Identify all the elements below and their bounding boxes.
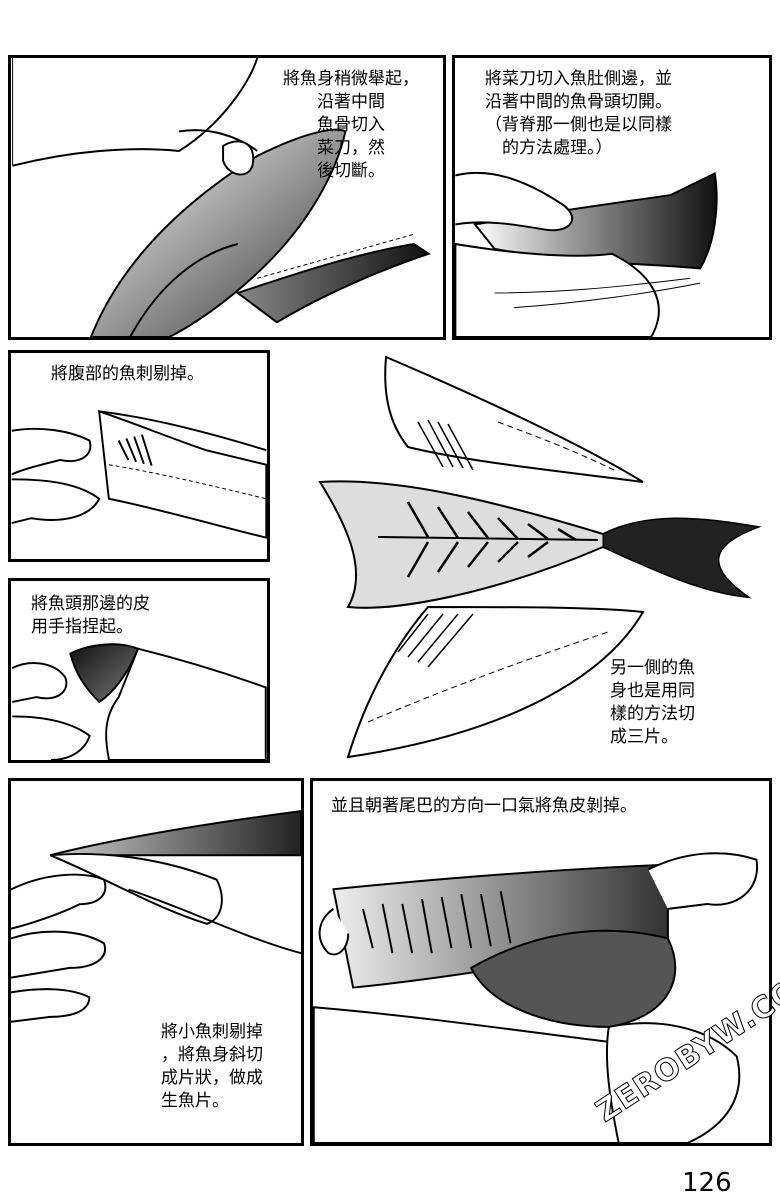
three-piece-fish-illustration: 另一側的魚 身也是用同 樣的方法切 成三片。 xyxy=(318,352,773,767)
caption: 將魚頭那邊的皮 用手指捏起。 xyxy=(31,594,150,637)
caption: 將菜刀切入魚肚側邊，並 沿著中間的魚骨頭切開。 （背脊那一側也是以同樣 的方法處… xyxy=(485,69,672,158)
caption: 並且朝著尾巴的方向一口氣將魚皮剝掉。 xyxy=(331,796,637,816)
caption: 將魚身稍微舉起， 沿著中間 魚骨切入 菜刀，然 後切斷。 xyxy=(283,69,419,181)
illustration-belly-bones xyxy=(11,409,267,539)
illustration-hand-knife xyxy=(12,58,431,337)
panel-lift-fish: 將魚身稍微舉起， 沿著中間 魚骨切入 菜刀，然 後切斷。 xyxy=(8,55,446,340)
top-fillet xyxy=(384,355,644,483)
caption: 將小魚刺剔掉 ，將魚身斜切 成片狀，做成 生魚片。 xyxy=(161,1022,263,1111)
panel-remove-belly-bones: 將腹部的魚刺剔掉。 xyxy=(8,350,270,562)
bottom-fillet xyxy=(346,605,645,759)
illustration-pinch-skin xyxy=(11,643,267,760)
caption: 另一側的魚 身也是用同 樣的方法切 成三片。 xyxy=(610,657,695,749)
illustration-peel-skin xyxy=(313,852,759,1143)
illustration-slicing xyxy=(11,810,301,1023)
panel-peel-skin: 並且朝著尾巴的方向一口氣將魚皮剝掉。 xyxy=(310,778,772,1146)
panel-slice-sashimi: 將小魚刺剔掉 ，將魚身斜切 成片狀，做成 生魚片。 xyxy=(8,778,304,1146)
illustration-fish-cut xyxy=(455,171,718,337)
panel-cut-belly: 將菜刀切入魚肚側邊，並 沿著中間的魚骨頭切開。 （背脊那一側也是以同樣 的方法處… xyxy=(452,55,772,340)
panel-pinch-skin: 將魚頭那邊的皮 用手指捏起。 xyxy=(8,578,270,763)
caption: 將腹部的魚刺剔掉。 xyxy=(51,364,204,384)
page-number: 126 xyxy=(682,1168,732,1198)
